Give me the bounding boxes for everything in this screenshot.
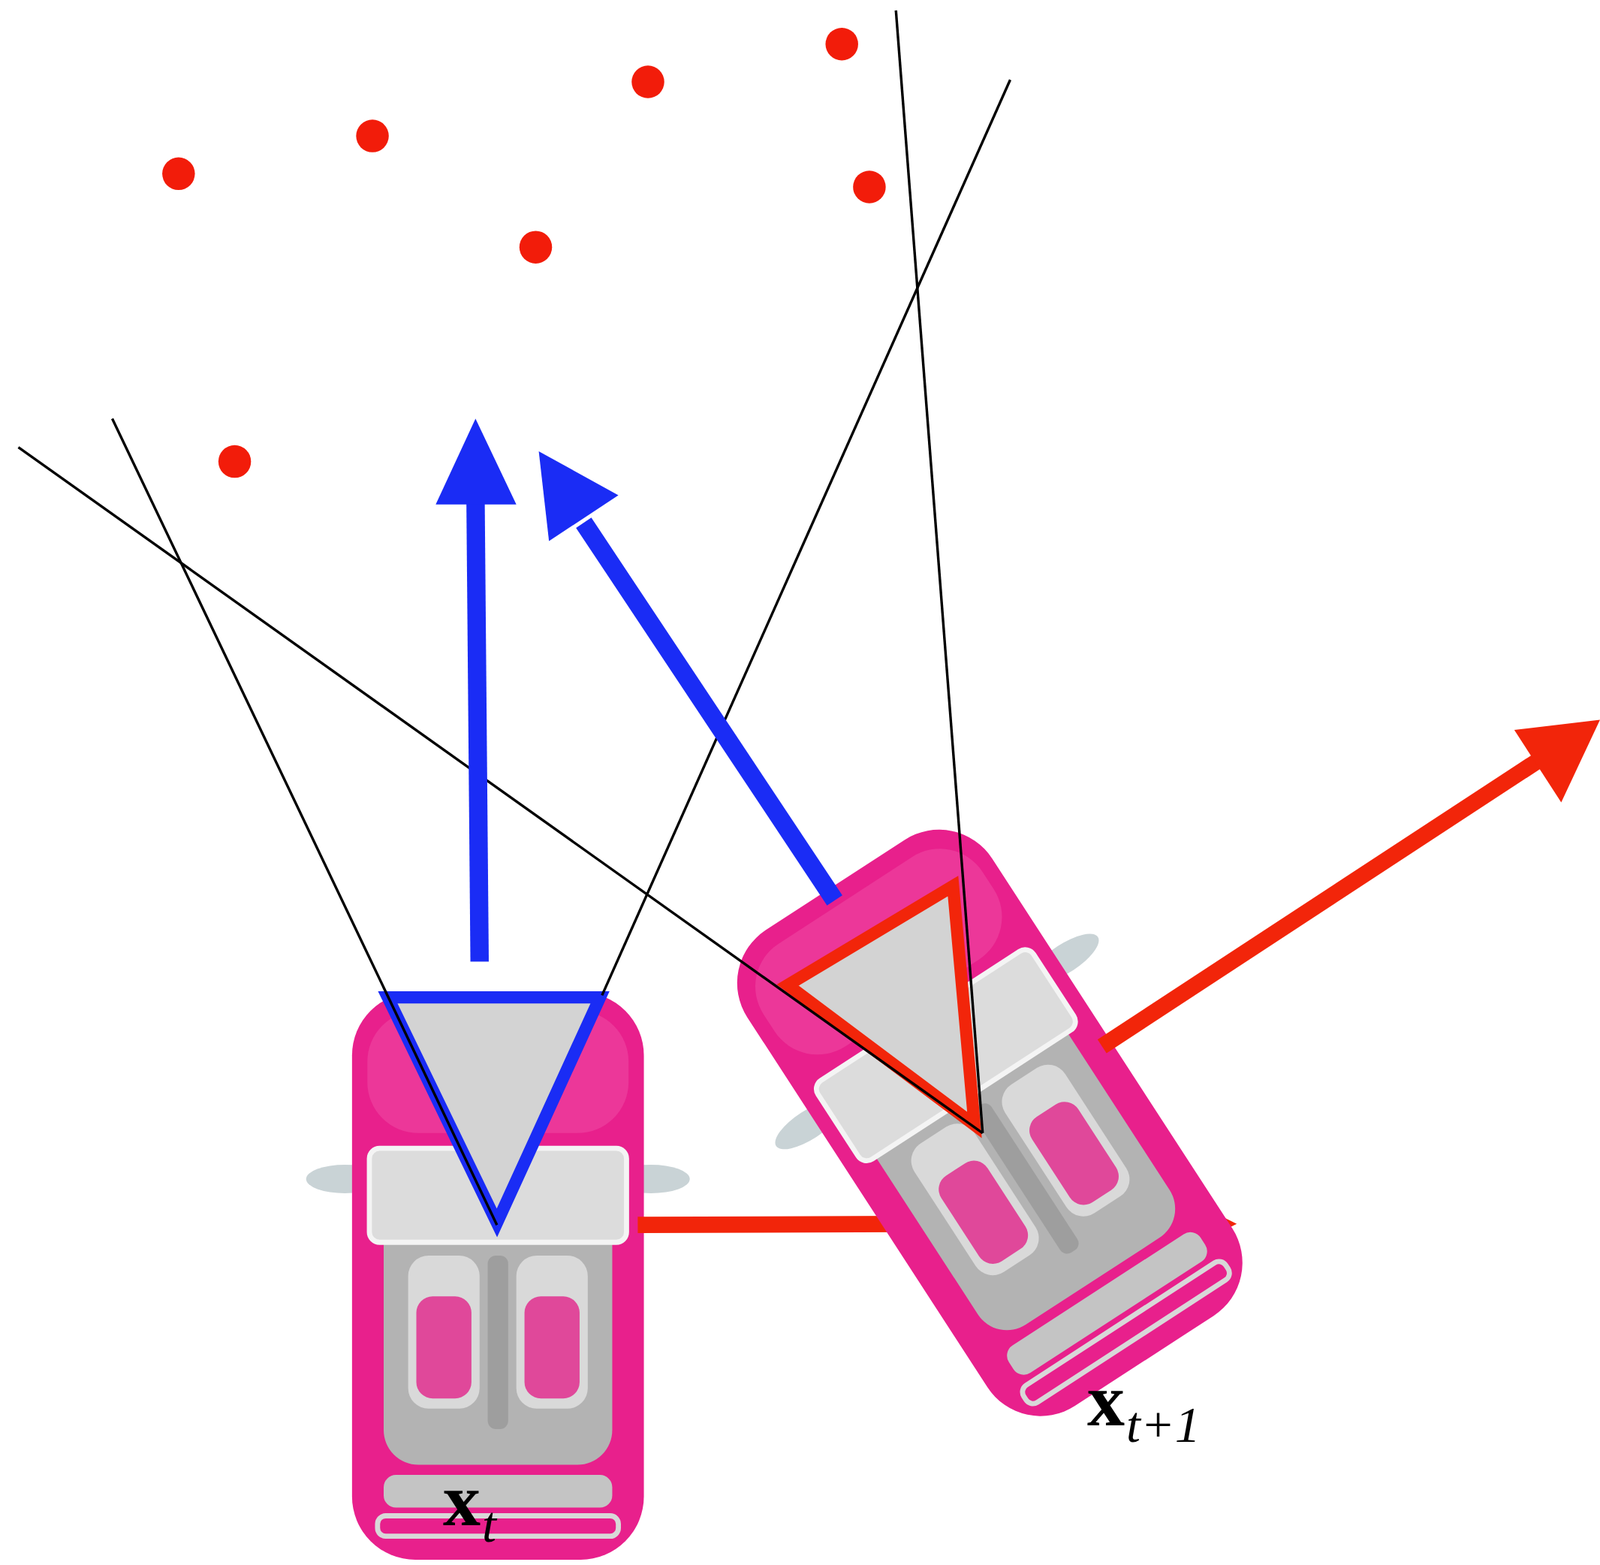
pose-label: xt+1 [1087, 1362, 1201, 1438]
pose-symbol: x [1087, 1358, 1125, 1442]
pose-subscript: t [482, 1495, 497, 1553]
pose-label: xt [442, 1462, 497, 1538]
pose-subscript: t+1 [1126, 1395, 1201, 1453]
pose-symbol: x [442, 1458, 481, 1542]
